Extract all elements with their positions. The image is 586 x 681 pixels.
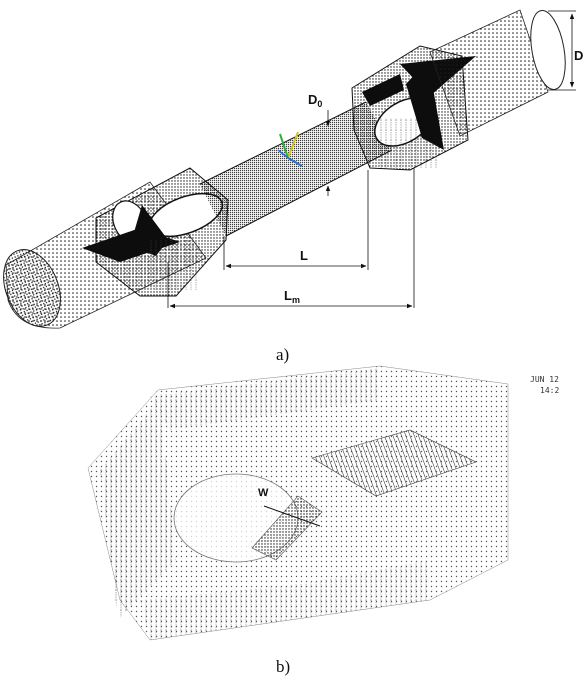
dimension-d: D bbox=[548, 10, 583, 91]
stamp-time: 14:2 bbox=[540, 386, 559, 395]
dimension-lm: Lm bbox=[169, 288, 413, 309]
figure-a: D D0 L Lm a) bbox=[3, 9, 583, 364]
coordinate-axis-icon bbox=[277, 131, 303, 167]
left-chamber bbox=[82, 167, 229, 297]
label-d0: D0 bbox=[308, 92, 322, 109]
label-w: W bbox=[258, 487, 269, 499]
right-pipe bbox=[429, 9, 566, 137]
lower-plate bbox=[251, 495, 323, 561]
stamp-date: JUN 12 bbox=[530, 375, 559, 384]
w-marker-line bbox=[263, 505, 321, 527]
label-l: L bbox=[300, 248, 308, 263]
label-d: D bbox=[574, 48, 583, 63]
caption-b: b) bbox=[276, 657, 290, 676]
figure-b: W JUN 12 14:2 b) bbox=[87, 365, 559, 676]
label-lm: Lm bbox=[284, 288, 300, 305]
caption-a: a) bbox=[276, 345, 289, 364]
dimension-l: L bbox=[225, 248, 367, 269]
upper-plate bbox=[311, 429, 477, 497]
dimension-d0: D0 bbox=[308, 92, 331, 196]
central-pipe bbox=[199, 101, 393, 237]
